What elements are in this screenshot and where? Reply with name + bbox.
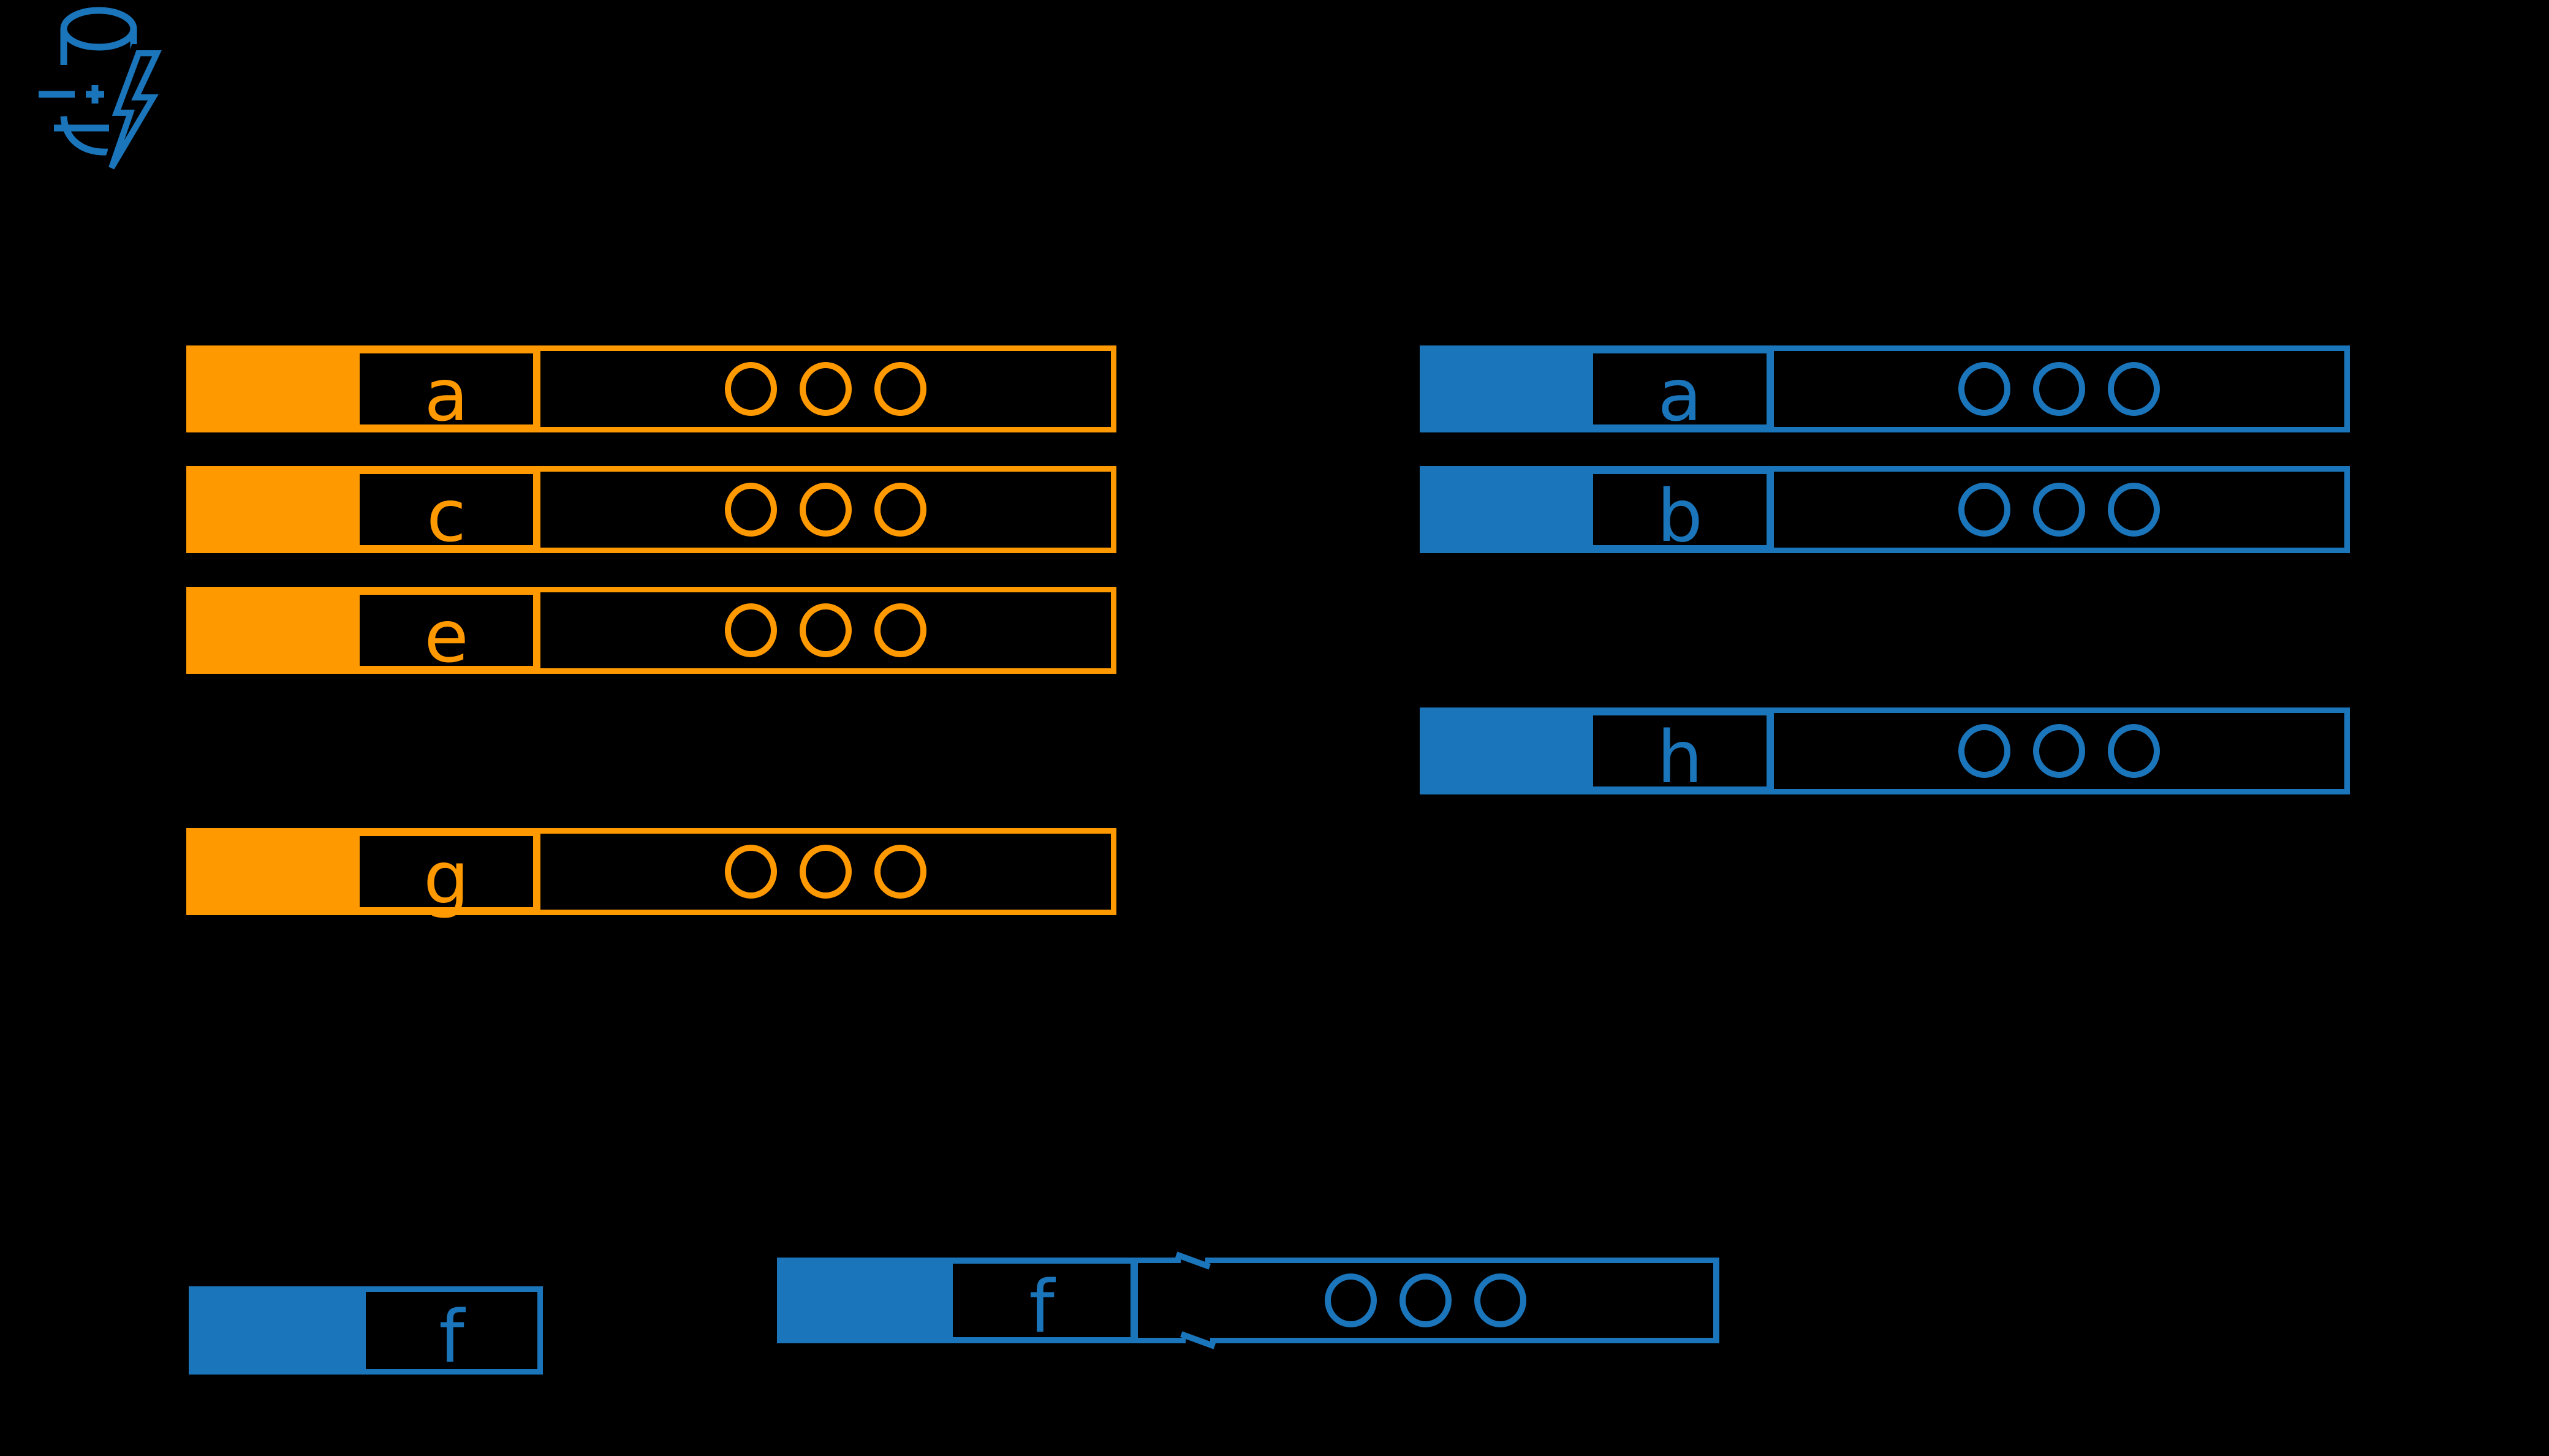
value-dot — [2033, 483, 2085, 537]
record-key-label: a — [424, 353, 469, 437]
record-key-label: h — [1657, 715, 1703, 799]
record-values-cell — [540, 472, 1111, 548]
value-dot — [874, 603, 926, 657]
record-key-cell: f — [953, 1264, 1131, 1343]
value-dot — [2108, 483, 2160, 537]
value-dot — [2033, 724, 2085, 778]
value-dot — [800, 603, 852, 657]
record-key-label: g — [423, 836, 469, 920]
record-key-cell: a — [1593, 353, 1767, 431]
record-values-cell — [540, 834, 1111, 910]
record-values-cell — [1774, 713, 2344, 789]
record-key-label: f — [1029, 1264, 1055, 1349]
database-lightning-icon — [36, 1, 172, 180]
record-values-cell — [540, 351, 1111, 427]
record-key-label: a — [1657, 353, 1702, 437]
record-row-bottom-small-f: f — [189, 1286, 543, 1375]
value-dot — [800, 483, 852, 537]
value-dot — [725, 483, 777, 537]
value-dot — [1325, 1273, 1377, 1327]
record-values-cell — [1138, 1263, 1713, 1338]
value-dot — [874, 362, 926, 416]
record-key-label: e — [424, 594, 469, 679]
value-dot — [725, 603, 777, 657]
record-key-cell: f — [366, 1292, 537, 1373]
value-dot — [1399, 1273, 1452, 1327]
value-dot — [800, 845, 852, 899]
record-row-right-h: h — [1420, 707, 2350, 794]
value-dot — [874, 845, 926, 899]
value-dot — [874, 483, 926, 537]
record-row-left-e: e — [186, 587, 1116, 674]
value-dot — [725, 362, 777, 416]
record-row-left-c: c — [186, 466, 1116, 553]
record-key-cell: e — [360, 595, 533, 673]
value-dot — [725, 845, 777, 899]
record-key-label: c — [426, 473, 466, 558]
record-key-label: b — [1657, 473, 1703, 558]
record-key-label: f — [439, 1294, 464, 1379]
record-row-left-a: a — [186, 345, 1116, 432]
record-key-cell: a — [360, 353, 533, 431]
record-values-cell — [540, 592, 1111, 668]
value-dot — [1474, 1273, 1526, 1327]
value-dot — [2108, 362, 2160, 416]
value-dot — [2033, 362, 2085, 416]
record-row-right-a: a — [1420, 345, 2350, 432]
record-key-cell: g — [360, 836, 533, 914]
record-key-cell: b — [1593, 474, 1767, 552]
record-key-cell: h — [1593, 715, 1767, 793]
record-row-left-g: g — [186, 828, 1116, 915]
record-key-cell: c — [360, 474, 533, 552]
value-dot — [1958, 483, 2010, 537]
record-row-bottom-large-f: f — [777, 1251, 1719, 1349]
value-dot — [800, 362, 852, 416]
value-dot — [2108, 724, 2160, 778]
record-row-right-b: b — [1420, 466, 2350, 553]
value-dot — [1958, 362, 2010, 416]
record-values-cell — [1774, 472, 2344, 548]
record-values-cell — [1774, 351, 2344, 427]
value-dot — [1958, 724, 2010, 778]
database-lightning-icon-svg — [39, 7, 172, 173]
